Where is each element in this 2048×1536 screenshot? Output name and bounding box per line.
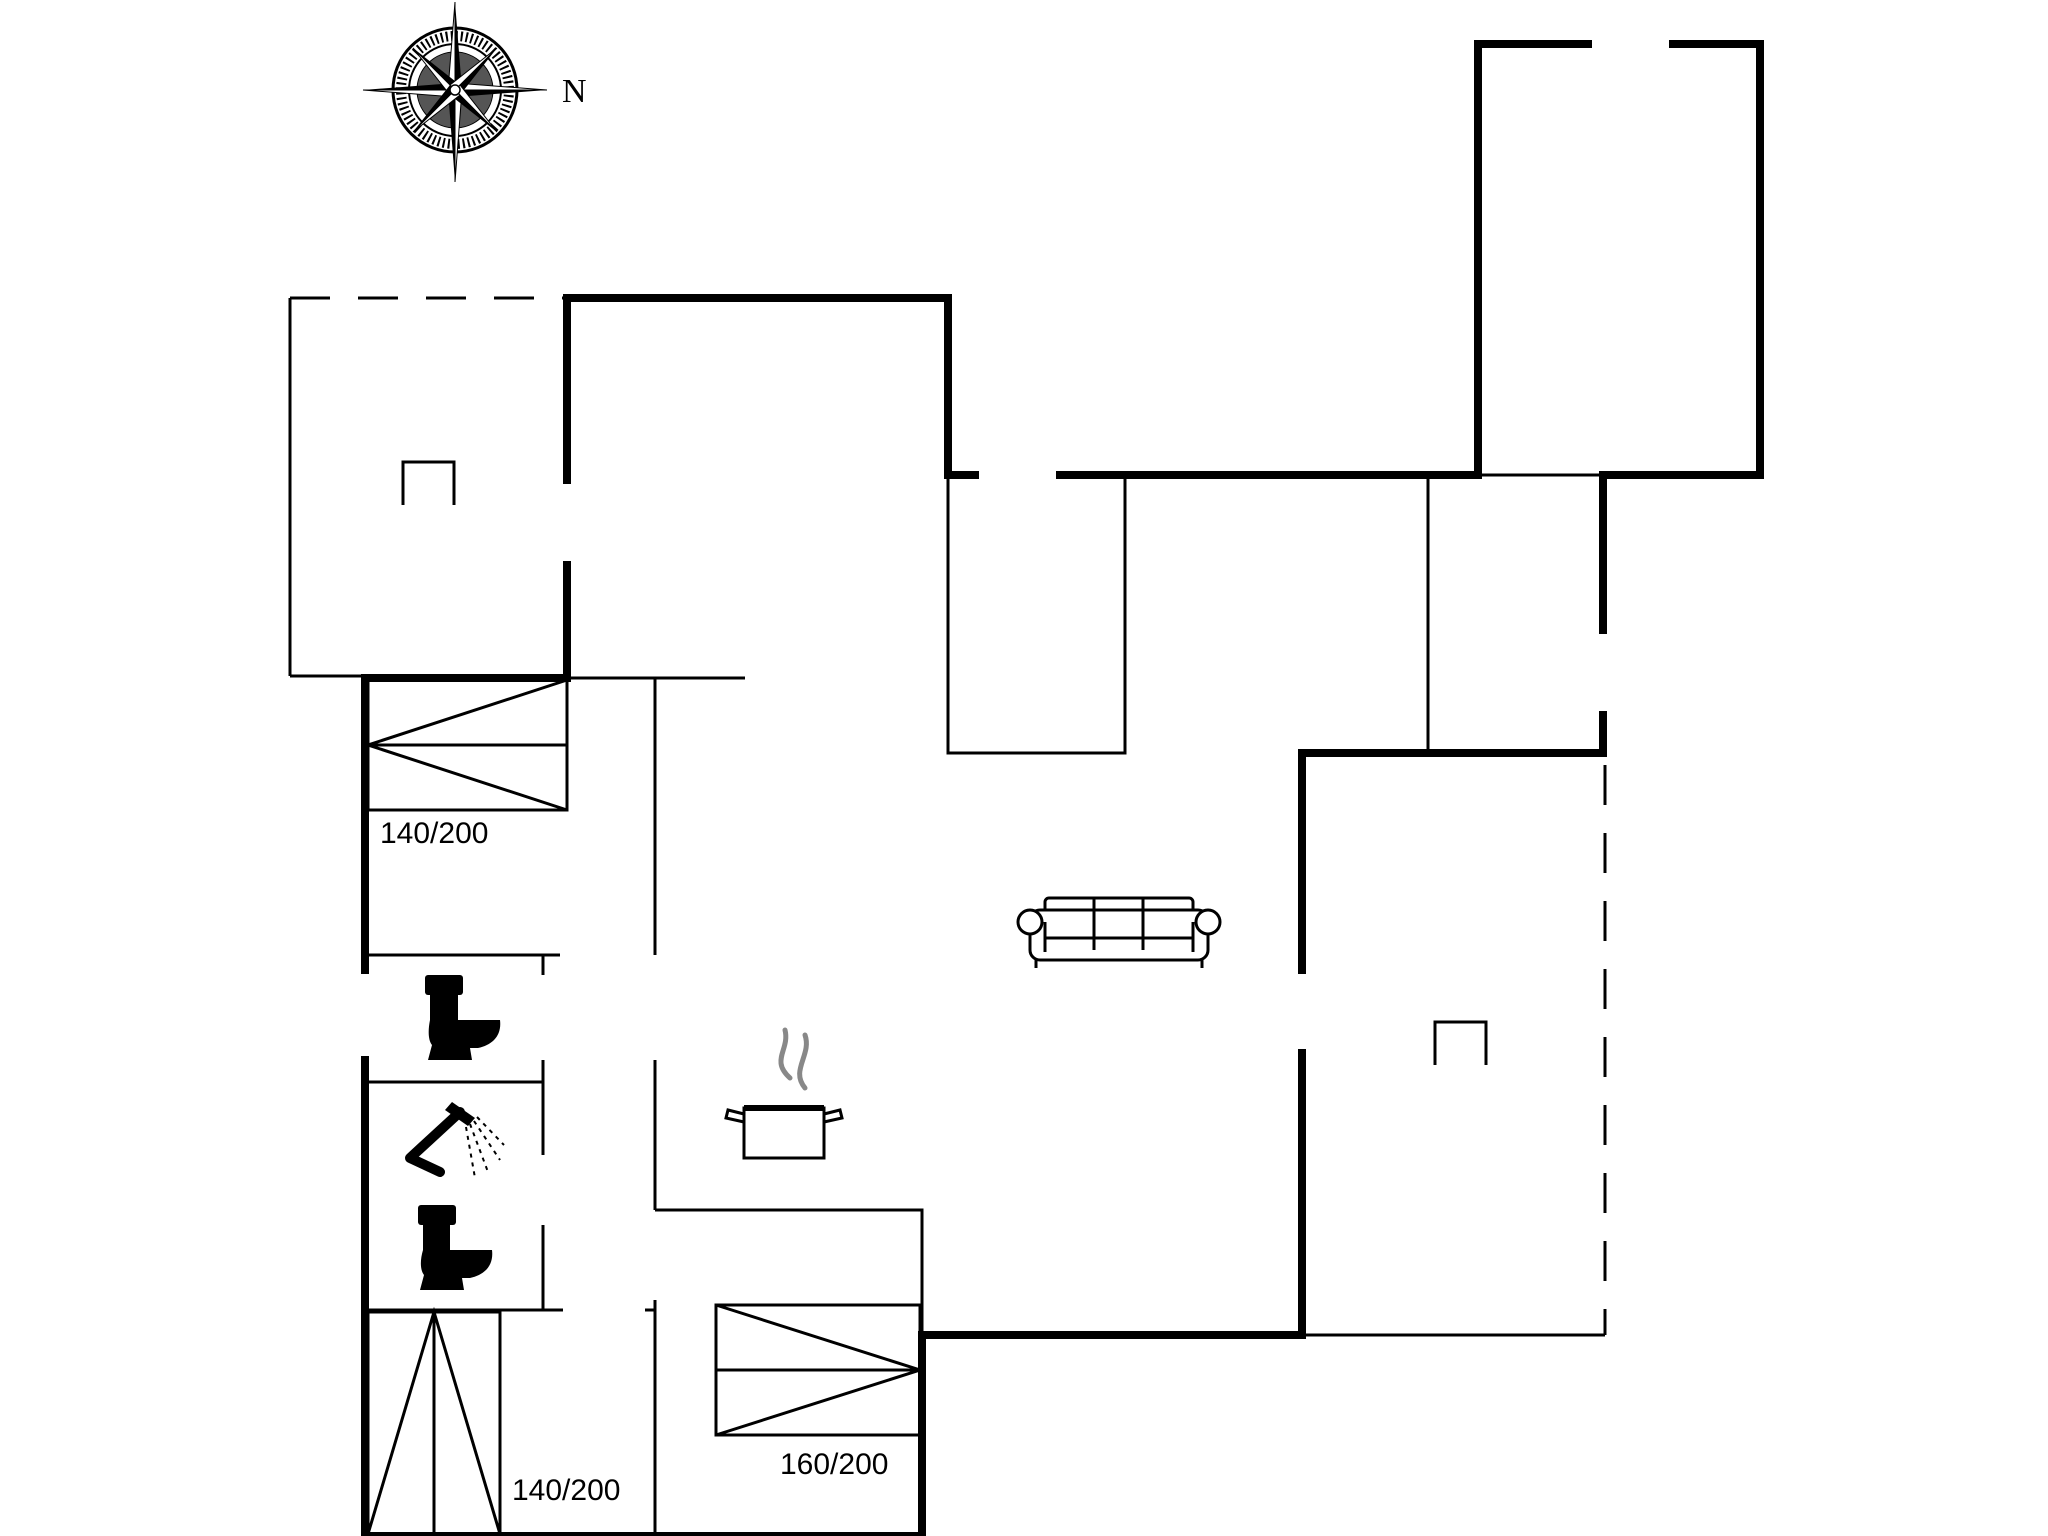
toilet-icon [418, 1205, 493, 1290]
fireplace-icon [401, 460, 456, 505]
exterior-walls [361, 40, 1764, 1536]
fireplace-icon [1433, 1020, 1488, 1065]
bed-icon [366, 1306, 502, 1536]
terrace-dashed-edges [290, 296, 1607, 1335]
wall-right-tower-2 [1599, 40, 1764, 634]
compass-north-label: N [562, 73, 587, 110]
cooking-pot-icon [724, 1027, 844, 1160]
bed-size-label: 140/200 [380, 817, 488, 850]
wall-bottom-run [918, 1331, 1306, 1536]
wall-right-tower [1474, 40, 1592, 479]
interior-walls [288, 298, 1605, 1536]
bed-icon [714, 1303, 925, 1437]
bed-size-label: 160/200 [780, 1448, 888, 1481]
bed-size-label: 140/200 [512, 1474, 620, 1507]
wall-living-right [1298, 749, 1607, 974]
wall-left-column [361, 674, 571, 974]
compass-rose-icon [362, 1, 548, 183]
wall-top-block [563, 294, 979, 484]
shower-icon [405, 1102, 505, 1179]
sofa-icon [1016, 896, 1222, 968]
bed-icon [363, 678, 569, 812]
toilet-icon [425, 975, 501, 1060]
